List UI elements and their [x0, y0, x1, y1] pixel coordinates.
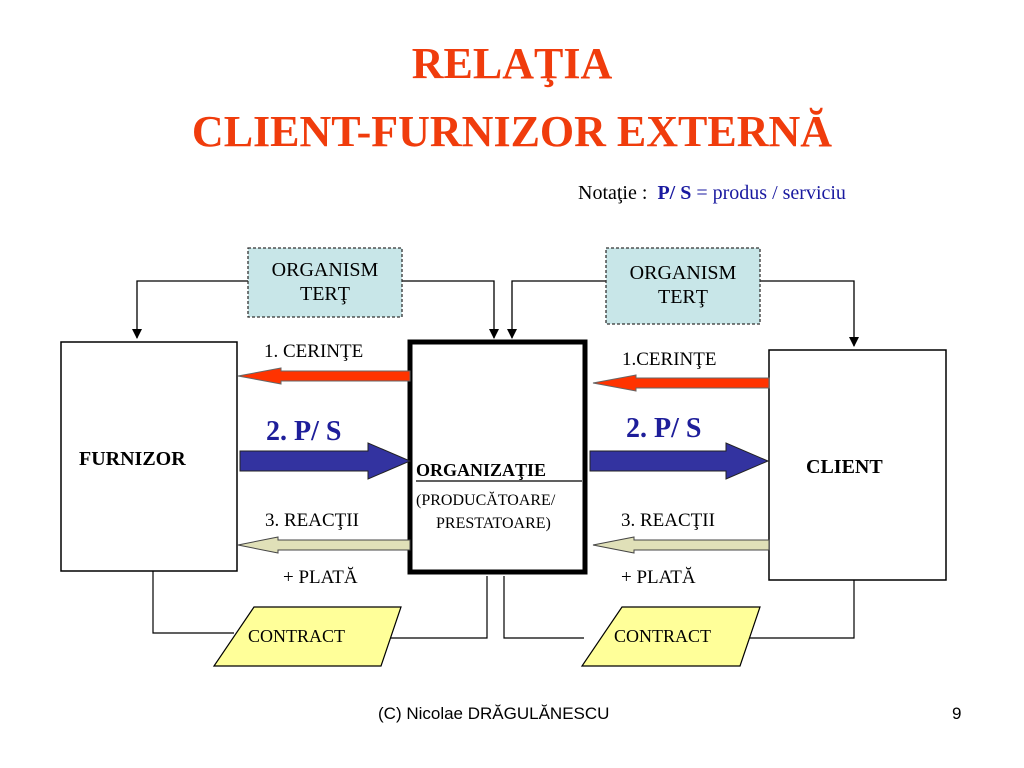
tert-left-line2: TERŢ — [300, 283, 350, 305]
organizatie-sub2: PRESTATOARE) — [436, 515, 551, 532]
right-ps-label: 2. P/ S — [626, 413, 702, 444]
contract-right-label: CONTRACT — [614, 626, 712, 646]
contract-left-shape — [212, 606, 402, 667]
contract-left-line — [152, 571, 234, 634]
notation-equals: = — [696, 182, 708, 204]
contract-right-shape — [580, 606, 761, 667]
contract-right-line-client — [741, 580, 855, 639]
ps-arrow-left — [239, 442, 412, 480]
left-payment-label: + PLATĂ — [283, 567, 358, 588]
tert-left-line1: ORGANISM — [271, 259, 379, 281]
tert-left-to-org-line — [402, 280, 499, 339]
request-arrow-left — [237, 367, 411, 385]
left-request-label: 1. CERINŢE — [264, 341, 364, 362]
right-payment-label: + PLATĂ — [621, 567, 696, 588]
organizatie-box — [407, 339, 588, 575]
footer-credit: (C) Nicolae DRĂGULĂNESCU — [378, 704, 610, 723]
contract-right-line — [503, 576, 584, 639]
tert-left-box — [247, 247, 403, 318]
feedback-arrow-right — [592, 536, 770, 554]
contract-left-line-org — [384, 576, 488, 639]
tert-right-box — [605, 247, 761, 325]
title-line-1: RELAŢIA — [411, 39, 613, 88]
contract-left-label: CONTRACT — [248, 626, 346, 646]
right-feedback-label: 3. REACŢII — [621, 510, 715, 531]
tert-right-label: ORGANISM TERŢ — [606, 261, 760, 309]
ps-arrow-right — [589, 442, 770, 480]
tert-left-label: ORGANISM TERŢ — [248, 258, 402, 306]
client-box — [768, 349, 947, 581]
tert-right-to-org-line — [507, 280, 606, 339]
furnizor-box — [60, 341, 238, 572]
organizatie-label: ORGANIZAŢIE — [416, 460, 547, 480]
left-feedback-label: 3. REACŢII — [265, 510, 359, 531]
notation-meaning: produs / serviciu — [712, 182, 846, 204]
tert-right-line2: TERŢ — [658, 286, 708, 308]
left-ps-label: 2. P/ S — [266, 416, 342, 447]
organizatie-sub1: (PRODUCĂTOARE/ — [416, 492, 556, 509]
request-arrow-right — [592, 374, 770, 392]
feedback-arrow-left — [237, 536, 411, 554]
client-label: CLIENT — [806, 456, 883, 478]
tert-right-to-client-line — [760, 280, 859, 347]
tert-left-to-furnizor-line — [132, 280, 248, 339]
furnizor-label: FURNIZOR — [79, 448, 186, 470]
notation-prefix: Notaţie : — [578, 182, 648, 204]
notation: Notaţie : P/ S = produs / serviciu — [578, 182, 846, 205]
tert-right-line1: ORGANISM — [629, 262, 737, 284]
page-number: 9 — [952, 704, 962, 723]
title-line-2: CLIENT-FURNIZOR EXTERNĂ — [191, 107, 833, 156]
notation-symbol: P/ S — [657, 182, 692, 204]
right-request-label: 1.CERINŢE — [622, 349, 717, 370]
